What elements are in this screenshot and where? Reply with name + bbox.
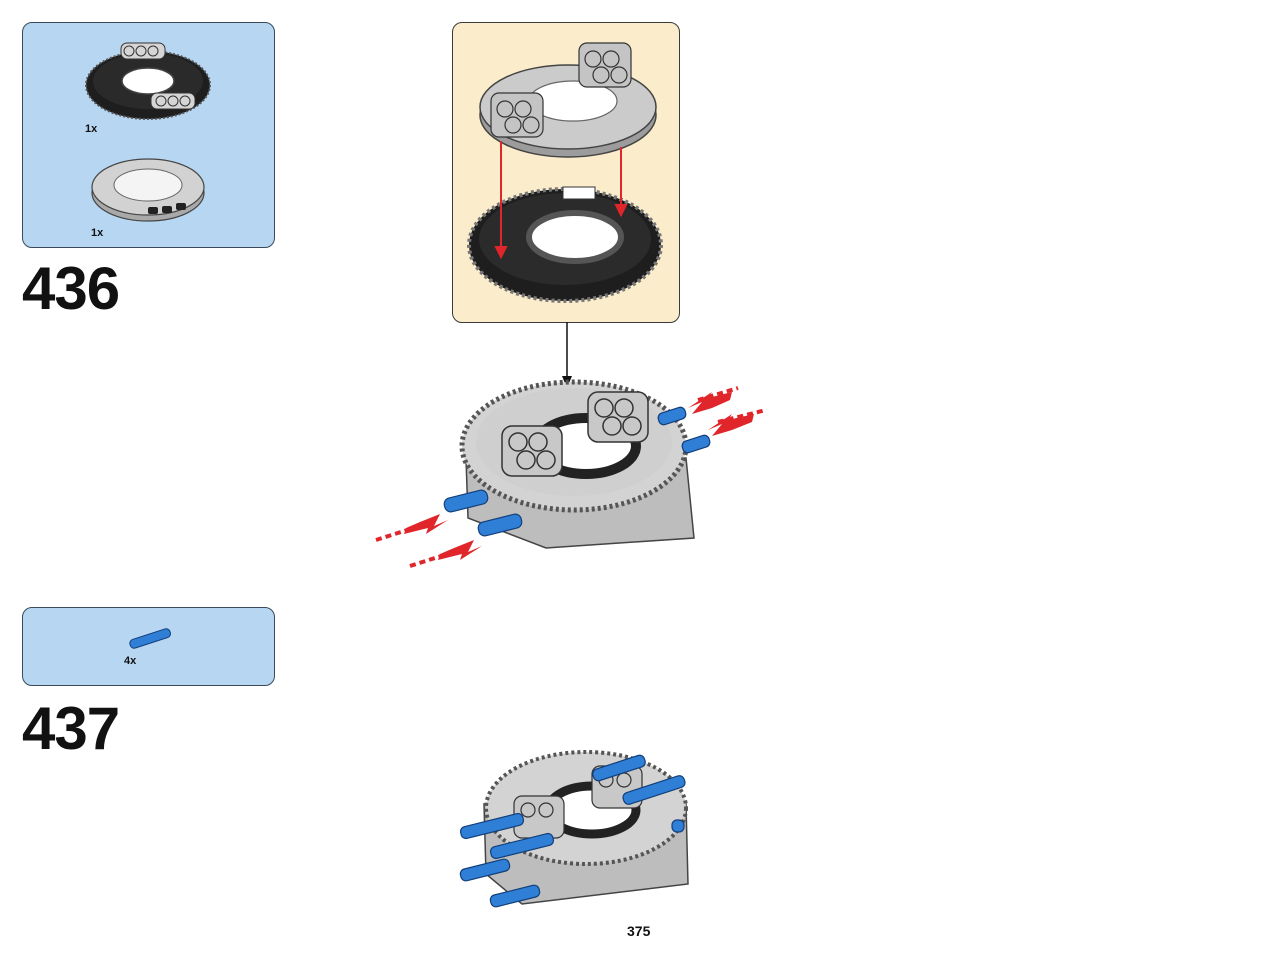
parts-list-step-437: 4x <box>22 607 275 686</box>
part-quantity: 1x <box>85 123 98 135</box>
page-number: 375 <box>627 923 651 939</box>
step-number-436: 436 <box>22 255 120 322</box>
sub-assembly-callout <box>452 22 680 323</box>
turntable-bottom-part <box>467 186 663 303</box>
turntable-assembly-437 <box>459 750 689 908</box>
blue-axle-pin-icon <box>129 628 171 649</box>
turntable-top-part <box>479 42 657 158</box>
turntable-top-icon <box>85 42 211 120</box>
part-quantity: 1x <box>91 227 104 239</box>
step-number-437: 437 <box>22 695 120 762</box>
part-quantity: 4x <box>124 655 137 667</box>
parts-list-step-436: 1x 1x <box>22 22 275 248</box>
turntable-assembly-436 <box>375 379 767 568</box>
turntable-bottom-icon <box>91 158 205 222</box>
insert-direction-arrows <box>494 141 628 260</box>
